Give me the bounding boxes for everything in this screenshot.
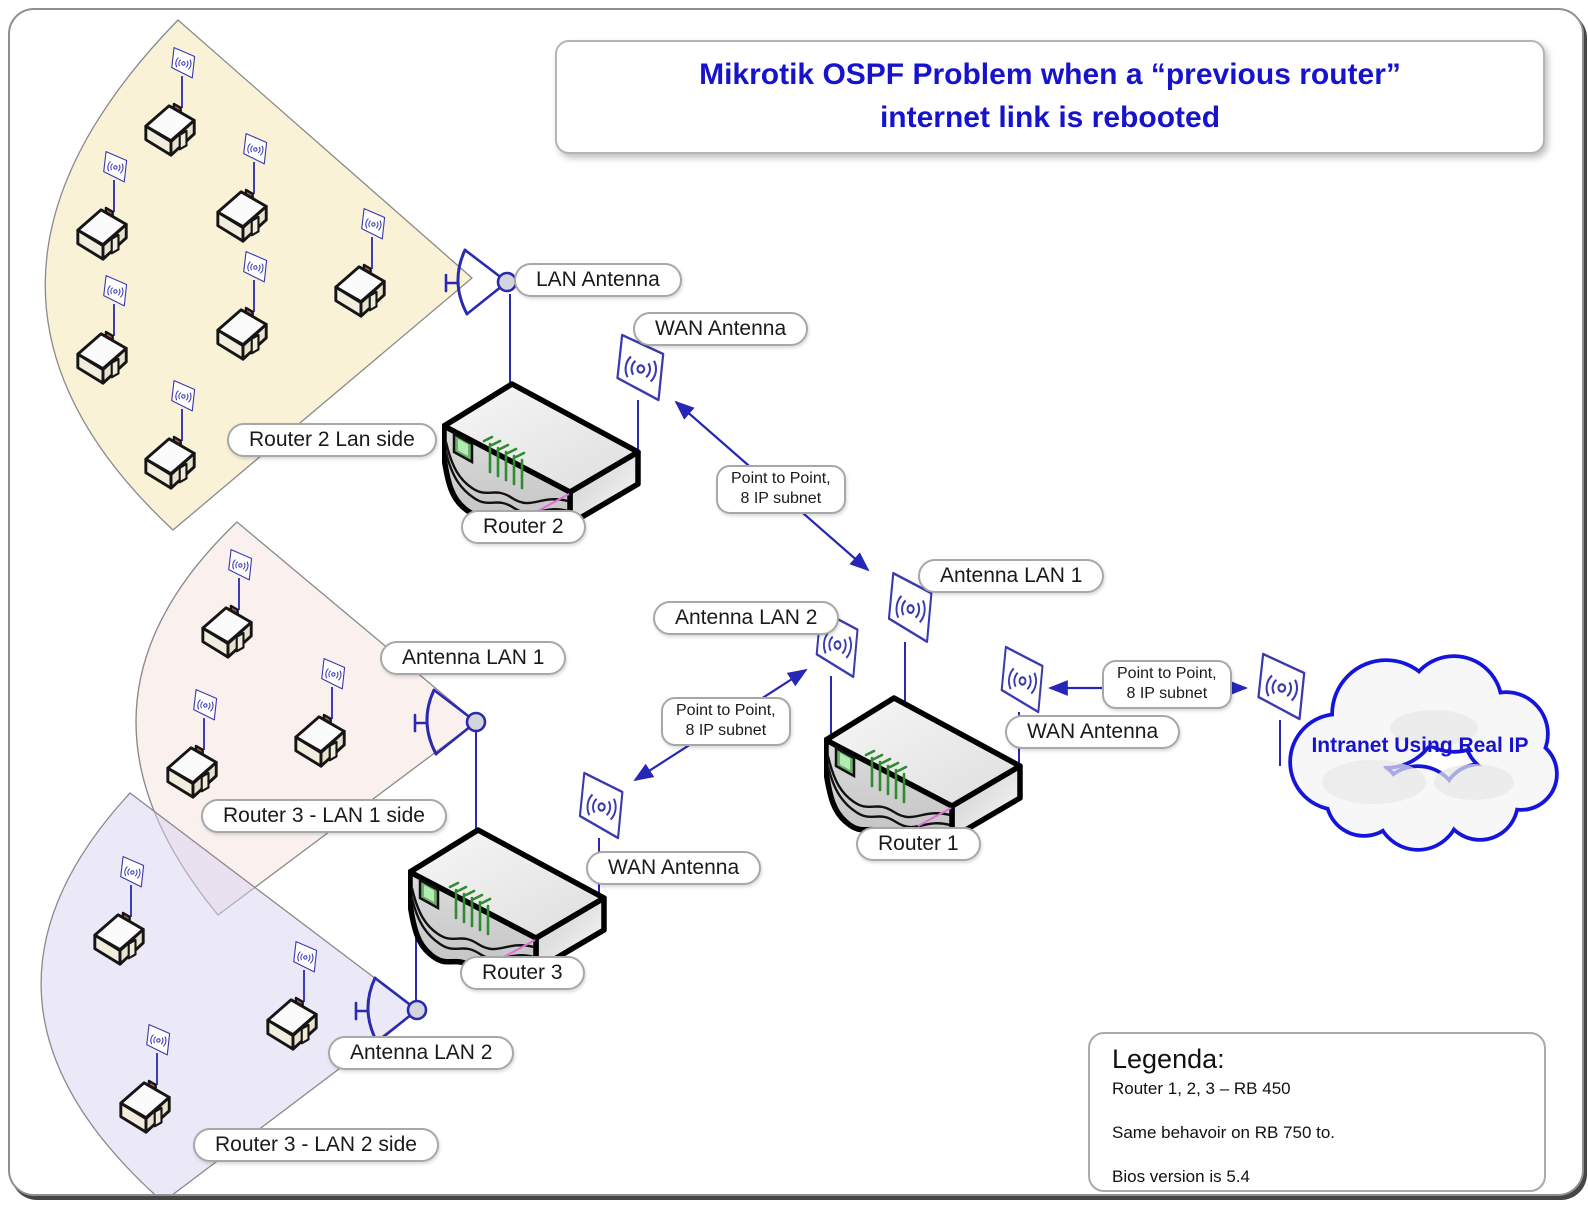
subscriber-house-unit [119,1024,171,1134]
house-antenna-icon [321,658,346,690]
house-antenna-icon [243,133,268,165]
ptp-line2: 8 IP subnet [685,722,767,740]
ptp-line1: Point to Point, [1117,665,1217,682]
ptp-line1: Point to Point, [731,470,831,487]
house-icon [144,435,196,490]
house-icon [119,1079,171,1134]
house-antenna-icon [146,1024,171,1056]
title-box: Mikrotik OSPF Problem when a “previous r… [555,40,1545,154]
label-ptp-r1-intranet: Point to Point, 8 IP subnet [1102,660,1232,709]
house-antenna-icon [228,549,253,581]
page-title-line2: internet link is rebooted [879,101,1221,134]
label-router3-wan-antenna: WAN Antenna [586,851,762,885]
subscriber-house-unit [76,275,128,385]
label-router1: Router 1 [856,827,981,861]
dish-antenna-icon [444,248,518,316]
legend-heading: Legenda: [1112,1044,1225,1074]
house-antenna-icon [103,151,128,183]
label-router2-lan-antenna: LAN Antenna [514,263,682,297]
subscriber-house-unit [294,658,346,768]
label-router1-antenna-lan2: Antenna LAN 2 [653,601,840,635]
subscriber-house-unit [166,689,218,799]
house-antenna-icon [243,251,268,283]
house-icon [166,744,218,799]
house-icon [216,188,268,243]
house-icon [76,206,128,261]
label-router2-wan-antenna: WAN Antenna [633,312,809,346]
subscriber-house-unit [266,941,318,1051]
house-antenna-icon [193,689,218,721]
house-icon [334,263,386,318]
house-icon [201,604,253,659]
label-ptp-r2-r1: Point to Point, 8 IP subnet [716,465,846,514]
page-title-line1: Mikrotik OSPF Problem when a “previous r… [699,58,1401,92]
ptp-line1: Point to Point, [676,702,776,719]
legend-line: Bios version is 5.4 [1112,1167,1250,1186]
house-antenna-icon [171,47,196,79]
house-icon [266,996,318,1051]
house-antenna-icon [293,941,318,973]
label-router2: Router 2 [461,510,586,544]
label-router3-lan1-side: Router 3 - LAN 1 side [201,799,447,833]
house-antenna-icon [361,208,386,240]
subscriber-house-unit [216,133,268,243]
cloud-icon [1288,654,1559,852]
subscriber-house-unit [76,151,128,261]
subscriber-house-unit [144,380,196,490]
ptp-line2: 8 IP subnet [740,490,822,508]
label-router1-antenna-lan1: Antenna LAN 1 [918,559,1105,593]
intranet-antenna-icon [1251,651,1307,723]
ptp-line2: 8 IP subnet [1126,685,1208,703]
legend-box: Legenda: Router 1, 2, 3 – RB 450 Same be… [1088,1032,1546,1192]
label-router3-antenna-lan2: Antenna LAN 2 [328,1036,515,1070]
house-antenna-icon [120,856,145,888]
label-router3-lan2-side: Router 3 - LAN 2 side [193,1128,439,1162]
label-router3-antenna-lan1: Antenna LAN 1 [380,641,567,675]
house-antenna-icon [171,380,196,412]
subscriber-house-unit [93,856,145,966]
legend-line: Same behavoir on RB 750 to. [1112,1123,1336,1142]
router3-wan-antenna-icon [573,770,625,842]
subscriber-house-unit [334,208,386,318]
intranet-cloud-label: Intranet Using Real IP [1311,734,1529,757]
subscriber-house-unit [216,251,268,361]
house-icon [93,911,145,966]
house-icon [294,713,346,768]
diagram-canvas: Mikrotik OSPF Problem when a “previous r… [8,8,1584,1196]
house-icon [76,330,128,385]
legend-line: Router 1, 2, 3 – RB 450 [1112,1079,1291,1098]
label-ptp-r3-r1: Point to Point, 8 IP subnet [661,697,791,746]
house-icon [144,102,196,157]
house-icon [216,306,268,361]
subscriber-house-unit [144,47,196,157]
house-antenna-icon [103,275,128,307]
label-router2-lan-side: Router 2 Lan side [227,423,437,457]
label-router1-wan-antenna: WAN Antenna [1005,715,1181,749]
subscriber-house-unit [201,549,253,659]
label-router3: Router 3 [460,956,585,990]
router1-wan-antenna-icon [995,644,1045,716]
